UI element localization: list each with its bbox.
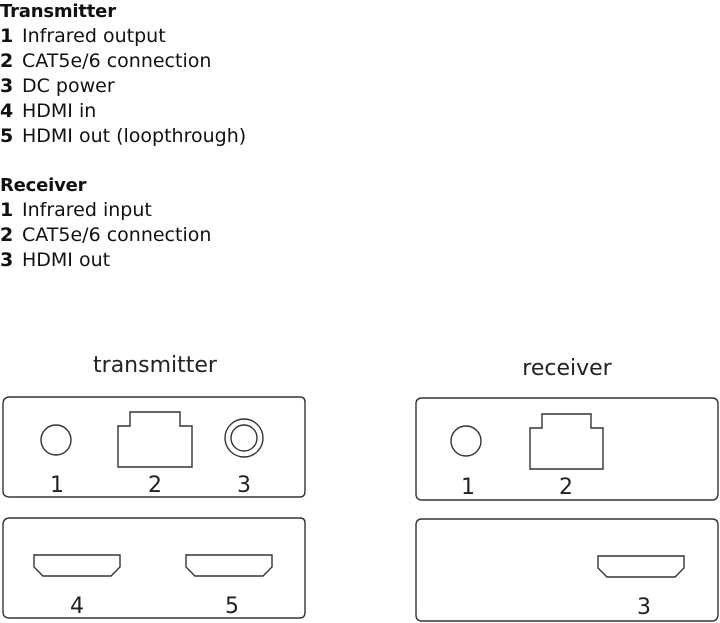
legend-item-number: 1 (0, 25, 14, 47)
legend-item-label: DC power (22, 75, 115, 97)
hdmi-out-loopthrough-port (185, 554, 273, 577)
transmitter-legend-item: 5 HDMI out (loopthrough) (0, 124, 380, 149)
receiver-front-panel (415, 397, 719, 501)
legend-item-label: Infrared output (22, 25, 166, 47)
legend-item-number: 4 (0, 100, 14, 122)
legend-item-label: HDMI in (22, 100, 97, 122)
legend-item-label: CAT5e/6 connection (22, 50, 212, 72)
receiver-legend-item: 2 CAT5e/6 connection (0, 223, 380, 248)
rj45-port (117, 411, 193, 468)
receiver-legend: Receiver 1 Infrared input 2 CAT5e/6 connec… (0, 174, 380, 273)
dc-power-jack (224, 418, 264, 458)
legend-item-number: 3 (0, 249, 14, 271)
transmitter-caption: transmitter (93, 353, 218, 378)
transmitter-front-panel (2, 396, 306, 498)
receiver-legend-item: 1 Infrared input (0, 198, 380, 223)
legend-item-number: 3 (0, 75, 14, 97)
legend-item-label: CAT5e/6 connection (22, 224, 212, 246)
transmitter-legend: Transmitter 1 Infrared output 2 CAT5e/6 co… (0, 0, 380, 149)
ir-input-jack (450, 425, 482, 457)
transmitter-legend-title: Transmitter (0, 1, 116, 22)
port-number: 1 (461, 475, 475, 500)
legend-item-number: 2 (0, 224, 14, 246)
legend-item-number: 1 (0, 199, 14, 221)
transmitter-back-panel (2, 517, 306, 619)
legend-item-label: Infrared input (22, 199, 152, 221)
ir-output-jack (40, 424, 72, 456)
port-number: 3 (237, 473, 251, 498)
rj45-port (529, 413, 604, 470)
dc-power-jack-inner (230, 424, 258, 452)
legend-item-number: 5 (0, 125, 14, 147)
receiver-legend-item: 3 HDMI out (0, 248, 380, 273)
port-number: 3 (637, 595, 651, 620)
hdmi-out-port (597, 555, 685, 578)
receiver-legend-title: Receiver (0, 175, 87, 196)
transmitter-legend-item: 4 HDMI in (0, 99, 380, 124)
legend-item-number: 2 (0, 50, 14, 72)
port-number: 5 (225, 594, 239, 619)
hdmi-in-port (33, 554, 121, 577)
port-number: 4 (70, 594, 84, 619)
receiver-back-panel (415, 518, 719, 622)
receiver-caption: receiver (522, 356, 612, 381)
transmitter-legend-item: 2 CAT5e/6 connection (0, 49, 380, 74)
transmitter-legend-item: 1 Infrared output (0, 24, 380, 49)
legend-item-label: HDMI out (22, 249, 111, 271)
port-number: 2 (559, 475, 573, 500)
transmitter-legend-item: 3 DC power (0, 74, 380, 99)
port-number: 1 (50, 473, 64, 498)
port-number: 2 (148, 473, 162, 498)
legend-item-label: HDMI out (loopthrough) (22, 125, 247, 147)
